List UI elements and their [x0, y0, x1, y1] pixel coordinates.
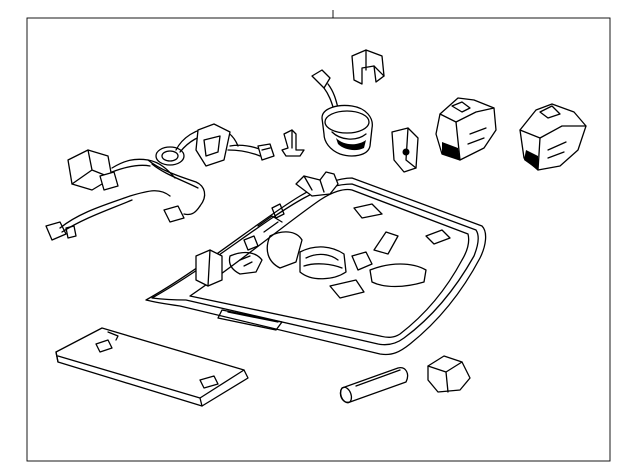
cover-panel: [55, 327, 249, 407]
mounting-clip-lower: [281, 129, 305, 157]
lamp-socket: [311, 69, 373, 157]
wiring-harness: [45, 123, 275, 241]
mounting-clip-upper: [351, 49, 385, 85]
bulb: [339, 367, 409, 404]
diagram-frame: [26, 17, 611, 462]
lens: [427, 355, 471, 393]
bracket: [391, 127, 419, 173]
reading-lamp-left: [435, 97, 497, 161]
reading-lamp-right: [519, 103, 587, 171]
console-housing: [145, 171, 487, 356]
